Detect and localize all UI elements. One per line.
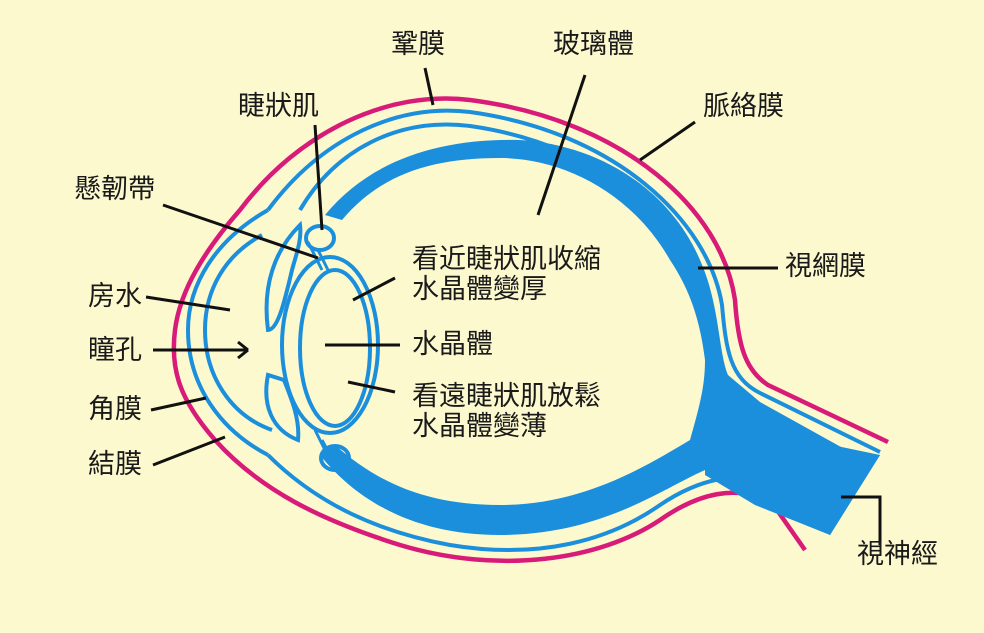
leader-pupil <box>153 340 249 360</box>
label-cornea: 角膜 <box>88 394 142 425</box>
leader-vitreous <box>536 74 587 216</box>
label-sclera: 鞏膜 <box>391 29 445 60</box>
leader-sclera <box>423 67 435 106</box>
lens-outline-far <box>298 268 372 428</box>
label-aqueous: 房水 <box>88 281 142 312</box>
leader-optic-nerve <box>841 495 882 545</box>
leader-ciliary <box>313 124 324 231</box>
leader-near <box>352 276 396 302</box>
sclera-layer <box>266 108 881 454</box>
label-accommodation-near: 看近睫狀肌收縮 水晶體變厚 <box>412 245 601 305</box>
leader-aqueous <box>145 295 231 312</box>
label-retina: 視網膜 <box>785 251 866 282</box>
label-near-line1: 看近睫狀肌收縮 <box>412 244 601 275</box>
label-conjunctiva: 結膜 <box>88 449 142 480</box>
leader-cornea <box>150 396 207 412</box>
conjunctiva-outline <box>171 96 889 564</box>
ciliary-muscle-lower <box>319 444 351 472</box>
cornea <box>202 233 273 432</box>
leader-conjunctiva <box>152 435 226 467</box>
label-far-line2: 水晶體變薄 <box>412 411 547 442</box>
leader-choroid <box>639 120 696 162</box>
label-far-line1: 看遠睫狀肌放鬆 <box>412 381 601 412</box>
ciliary-muscle-upper <box>304 224 336 252</box>
label-ciliary-muscle: 睫狀肌 <box>238 91 319 122</box>
label-optic-nerve: 視神經 <box>857 539 938 570</box>
zonule-lower <box>313 429 332 456</box>
leader-far <box>347 380 396 394</box>
optic-nerve <box>705 430 880 535</box>
leader-zonule <box>162 203 319 260</box>
label-near-line2: 水晶體變厚 <box>412 274 547 305</box>
label-zonule: 懸韌帶 <box>74 174 155 205</box>
label-vitreous: 玻璃體 <box>553 29 634 60</box>
label-choroid: 脈絡膜 <box>703 91 784 122</box>
cornea-outer <box>185 208 269 457</box>
label-pupil: 瞳孔 <box>88 335 142 366</box>
leader-lines <box>145 67 882 545</box>
label-accommodation-far: 看遠睫狀肌放鬆 水晶體變薄 <box>412 382 601 442</box>
label-lens: 水晶體 <box>412 329 493 360</box>
